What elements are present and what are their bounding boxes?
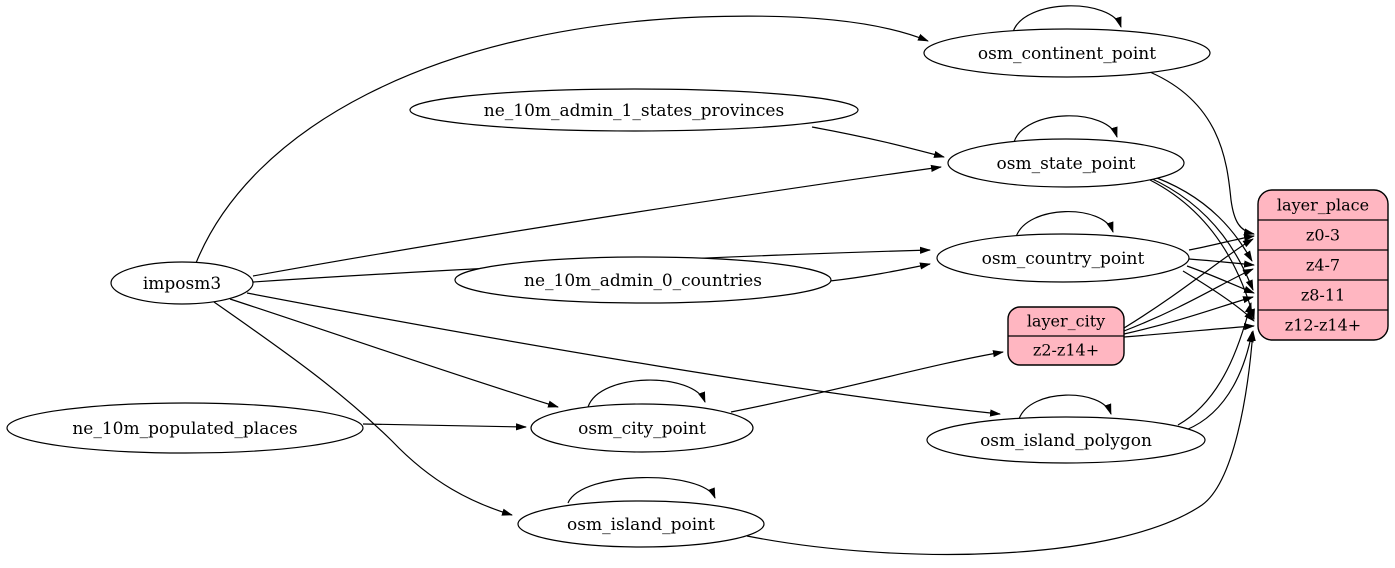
self-loop-osm_continent_point bbox=[1012, 5, 1122, 33]
node-layer_place: layer_place z0-3 z4-7 z8-11 z12-z14+ bbox=[1257, 189, 1389, 341]
self-loop-osm_country_point bbox=[1015, 211, 1114, 238]
edge-osm_country_point-layer_place-z8-11 bbox=[1186, 265, 1255, 294]
node-ne_10m_admin_0_countries-shape bbox=[454, 256, 832, 304]
layer_place-row-z4-7: z4-7 bbox=[1306, 256, 1340, 275]
self-loop-osm_island_point bbox=[567, 477, 716, 504]
node-osm_island_polygon-shape bbox=[926, 416, 1206, 464]
node-imposm3-shape bbox=[110, 261, 254, 305]
layer_city-header: layer_city bbox=[1027, 312, 1105, 331]
edge-osm_island_polygon-layer_place-z8-11 bbox=[1177, 302, 1252, 426]
node-osm_island_polygon: osm_island_polygon bbox=[926, 416, 1206, 464]
node-osm_continent_point-label: osm_continent_point bbox=[978, 44, 1156, 64]
node-osm_island_point-shape bbox=[517, 500, 765, 548]
edge-ne_10m_populated_places-osm_city_point bbox=[362, 423, 527, 431]
node-osm_city_point-shape bbox=[530, 403, 754, 453]
node-osm_island_point-label: osm_island_point bbox=[567, 515, 715, 535]
node-osm_city_point: osm_city_point bbox=[530, 403, 754, 453]
node-osm_continent_point-shape bbox=[923, 28, 1211, 78]
node-osm_state_point: osm_state_point bbox=[947, 138, 1185, 188]
node-imposm3: imposm3 bbox=[110, 261, 254, 305]
node-layer_city: layer_city z2-z14+ bbox=[1007, 306, 1125, 366]
edge-imposm3-osm_city_point bbox=[229, 298, 559, 408]
edge-layer bbox=[195, 5, 1256, 556]
edge-osm_state_point-layer_place-z8-11 bbox=[1147, 176, 1254, 291]
edge-osm_island_polygon-layer_place-z12-z14 bbox=[1185, 331, 1254, 431]
edge-osm_state_point-layer_place-z4-7 bbox=[1145, 173, 1253, 262]
edge-layer_city-layer_place-z0-3 bbox=[1123, 238, 1254, 329]
self-loop-osm_island_polygon bbox=[1018, 394, 1112, 420]
edge-ne_10m_admin_1_states_provinces-osm_state_point bbox=[811, 126, 945, 158]
node-imposm3-label: imposm3 bbox=[143, 274, 221, 294]
node-layer_place-shape bbox=[1257, 189, 1389, 341]
node-ne_10m_admin_1_states_provinces-label: ne_10m_admin_1_states_provinces bbox=[484, 101, 784, 121]
edge-osm_island_point-layer_place-z12-z14 bbox=[746, 330, 1256, 556]
layer_place-header: layer_place bbox=[1277, 196, 1369, 215]
node-osm_state_point-label: osm_state_point bbox=[997, 154, 1136, 174]
layer_place-row-z12-z14: z12-z14+ bbox=[1285, 316, 1361, 335]
self-loop-osm_state_point bbox=[1013, 115, 1118, 143]
node-osm_country_point: osm_country_point bbox=[936, 233, 1190, 283]
edge-osm_country_point-layer_place-z4-7 bbox=[1188, 258, 1255, 268]
node-osm_island_polygon-label: osm_island_polygon bbox=[980, 431, 1152, 451]
edge-imposm3-osm_island_point bbox=[213, 301, 513, 516]
node-osm_continent_point: osm_continent_point bbox=[923, 28, 1211, 78]
edge-ne_10m_admin_0_countries-osm_country_point bbox=[829, 262, 931, 282]
edge-osm_continent_point-layer_place-z0-3 bbox=[1144, 69, 1255, 236]
node-ne_10m_admin_0_countries: ne_10m_admin_0_countries bbox=[454, 256, 832, 304]
layer_place-row-z8-11: z8-11 bbox=[1301, 286, 1345, 305]
edge-imposm3-osm_island_polygon bbox=[246, 292, 1001, 417]
node-osm_state_point-shape bbox=[947, 138, 1185, 188]
node-osm_country_point-label: osm_country_point bbox=[982, 249, 1145, 269]
layer_city-row-z2-z14: z2-z14+ bbox=[1033, 341, 1099, 360]
node-ne_10m_populated_places-shape bbox=[6, 402, 364, 454]
node-osm_city_point-label: osm_city_point bbox=[578, 419, 706, 439]
edge-layer_city-layer_place-z4-7 bbox=[1123, 268, 1254, 332]
node-osm_island_point: osm_island_point bbox=[517, 500, 765, 548]
layer_place-row-z0-3: z0-3 bbox=[1306, 226, 1340, 245]
edge-osm_city_point-layer_city-z2-z14 bbox=[730, 350, 1004, 413]
node-ne_10m_admin_1_states_provinces: ne_10m_admin_1_states_provinces bbox=[409, 88, 859, 132]
node-ne_10m_admin_0_countries-label: ne_10m_admin_0_countries bbox=[524, 271, 762, 291]
edge-imposm3-osm_continent_point bbox=[195, 15, 929, 264]
node-ne_10m_admin_1_states_provinces-shape bbox=[409, 88, 859, 132]
edge-layer_city-layer_place-z8-11 bbox=[1123, 296, 1254, 335]
node-ne_10m_populated_places: ne_10m_populated_places bbox=[6, 402, 364, 454]
edge-layer_city-layer_place-z12-z14 bbox=[1123, 323, 1255, 338]
edge-imposm3-osm_state_point bbox=[252, 164, 942, 277]
node-ne_10m_populated_places-label: ne_10m_populated_places bbox=[72, 419, 297, 439]
node-osm_country_point-shape bbox=[936, 233, 1190, 283]
edge-osm_country_point-layer_place-z0-3 bbox=[1188, 234, 1255, 251]
self-loop-osm_city_point bbox=[587, 379, 706, 408]
